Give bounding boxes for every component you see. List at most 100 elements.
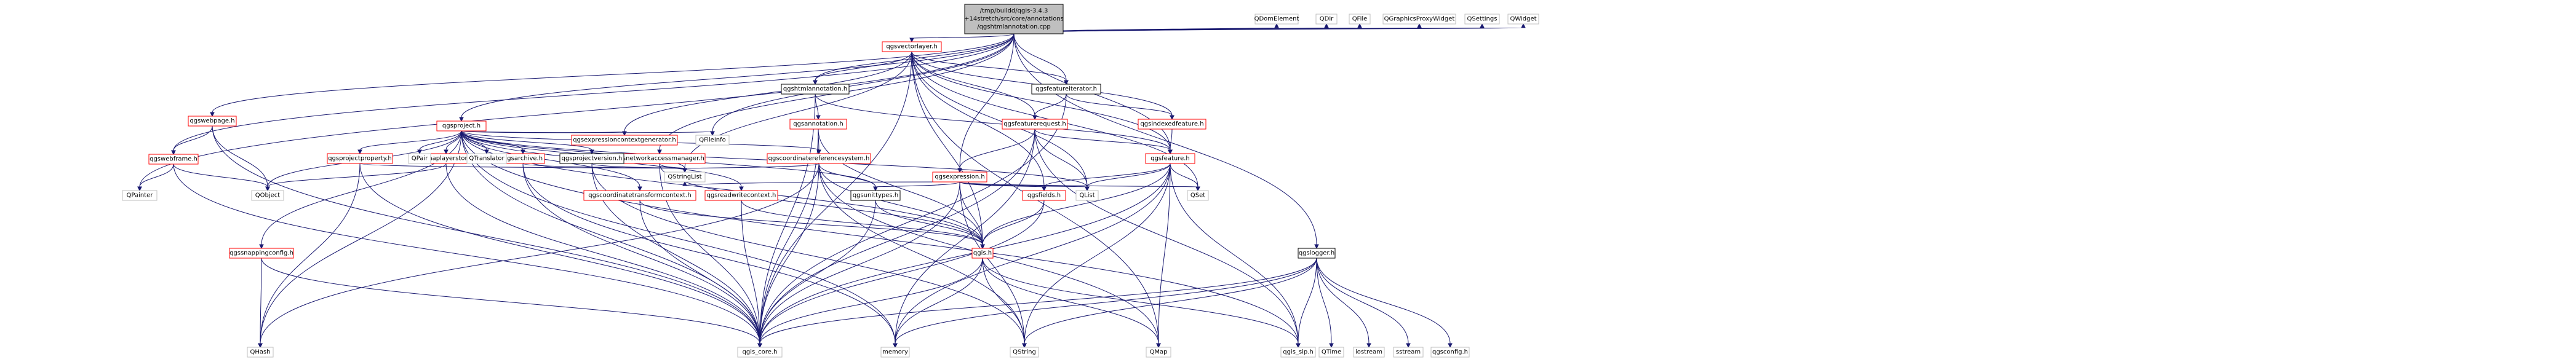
node-box-QObject — [251, 190, 284, 201]
node-qgsproject[interactable]: qgsproject.h — [436, 120, 487, 132]
node-box-root — [964, 4, 1064, 34]
arrowhead-qgslogger-to-qgis_sip — [1296, 343, 1301, 348]
node-box-sstream — [1393, 347, 1424, 358]
node-qgsfeaturerequest[interactable]: qgsfeaturerequest.h — [1002, 119, 1068, 130]
edge-qgsproject-to-qgsprojectversion — [461, 130, 592, 151]
node-label-qgsfeature: qgsfeature.h — [1150, 155, 1190, 162]
node-box-qgscoordinatetransformcontext — [583, 190, 696, 201]
edge-root-to-qgsproject — [461, 33, 1015, 118]
edge-qgsprojectversion-to-QStringList — [591, 163, 685, 169]
node-qgsreadwritecontext[interactable]: qgsreadwritecontext.h — [704, 190, 778, 201]
edge-qgslogger-to-qgis_sip — [1298, 258, 1317, 344]
node-box-qgsfeature — [1145, 153, 1195, 164]
node-qgsexpression[interactable]: qgsexpression.h — [932, 171, 987, 183]
node-qgswebpage[interactable]: qgswebpage.h — [188, 116, 237, 127]
node-box-QPair — [408, 153, 431, 164]
edge-qgswebframe-to-QObject — [173, 163, 268, 187]
arrowhead-qgsproject-to-QList — [1085, 186, 1090, 192]
node-box-qgssnappingconfig — [229, 248, 294, 259]
node-label-qgswebpage: qgswebpage.h — [189, 118, 234, 125]
arrowhead-qgswebframe-to-QPainter — [137, 186, 142, 192]
node-qgsarchive[interactable]: qgsarchive.h — [501, 153, 545, 164]
arrowhead-root-to-QFile — [1357, 23, 1362, 28]
node-qgsunittypes[interactable]: qgsunittypes.h — [850, 190, 901, 201]
node-label-qgswebframe: qgswebframe.h — [150, 156, 197, 163]
node-box-qgsconfig — [1430, 347, 1470, 358]
node-qgsconfig: qgsconfig.h — [1430, 347, 1470, 358]
edge-qgsfeatureiterator-to-qgsfeaturerequest — [1034, 93, 1067, 116]
node-box-QSettings — [1464, 14, 1500, 25]
node-box-memory — [880, 347, 910, 358]
edge-qgslogger-to-qgsconfig — [1316, 258, 1451, 344]
arrowhead-root-to-qgsnetworkaccessmanager — [657, 149, 662, 155]
arrowhead-qgsvectorlayer-to-qgsfeatureiterator — [1064, 80, 1069, 85]
edge-qgsproject-to-qgis — [461, 130, 983, 245]
edge-qgsproject-to-qgscoordinatetransformcontext — [461, 130, 640, 187]
node-root[interactable]: /tmp/buildd/qgis-3.4.3+14stretch/src/cor… — [964, 4, 1064, 34]
node-qgscoordinatereferencesystem[interactable]: qgscoordinatereferencesystem.h — [767, 153, 871, 164]
edge-qgscoordinatetransformcontext-to-qgis_core — [639, 200, 760, 344]
edge-qgscoordinatetransformcontext-to-qgis — [639, 200, 983, 245]
arrowhead-qgsexpression-to-QSet — [1195, 186, 1200, 192]
edge-qgsproject-to-qgsexpressioncontextgenerator — [461, 130, 625, 133]
edge-qgsproject-to-QPair — [419, 130, 462, 151]
node-label-qgsfields: qgsfields.h — [1027, 192, 1061, 199]
node-label-qgsconfig: qgsconfig.h — [1432, 349, 1468, 356]
node-QPair: QPair — [408, 153, 431, 164]
arrowhead-root-to-QSettings — [1480, 23, 1485, 28]
edge-qgis-to-memory — [895, 258, 983, 344]
edge-qgsvectorlayer-to-qgsexpressioncontextgenerator — [624, 51, 912, 132]
node-qgsvectorlayer[interactable]: qgsvectorlayer.h — [882, 41, 942, 52]
node-label-qgsproject: qgsproject.h — [442, 123, 481, 130]
node-qgsindexedfeature[interactable]: qgsindexedfeature.h — [1138, 119, 1206, 130]
arrowhead-qgsindexedfeature-to-qgsfeature — [1168, 149, 1173, 155]
node-qgsexpressioncontextgenerator[interactable]: qgsexpressioncontextgenerator.h — [571, 135, 678, 146]
edge-qgsfields-to-qgis_core — [759, 200, 1045, 344]
node-qgsfeatureiterator[interactable]: qgsfeatureiterator.h — [1031, 84, 1101, 95]
node-label-qgis: qgis.h — [973, 250, 992, 257]
node-qgsnetworkaccessmanager[interactable]: qgsnetworkaccessmanager.h — [613, 153, 706, 164]
edge-qgsvectorlayer-to-qgsfeatureiterator — [911, 51, 1067, 81]
node-qgslogger[interactable]: qgslogger.h — [1298, 248, 1336, 259]
nodes-layer: /tmp/buildd/qgis-3.4.3+14stretch/src/cor… — [122, 4, 1539, 358]
edge-qgsfeature-to-memory — [895, 163, 1171, 344]
edge-qgssnappingconfig-to-qgis_core — [261, 258, 760, 344]
node-qgsfields[interactable]: qgsfields.h — [1022, 190, 1066, 201]
node-QGraphicsProxyWidget: QGraphicsProxyWidget — [1382, 14, 1456, 25]
edge-root-to-qgsvectorlayer — [911, 33, 1015, 39]
node-qgis_sip: qgis_sip.h — [1280, 347, 1316, 358]
edge-qgsfeaturerequest-to-qgsfeature — [1034, 128, 1171, 151]
node-qgis[interactable]: qgis.h — [971, 248, 994, 259]
node-label-qgsprojectversion: qgsprojectversion.h — [562, 155, 623, 162]
node-label-QStringList: QStringList — [668, 174, 701, 181]
node-qgsannotation[interactable]: qgsannotation.h — [789, 119, 847, 130]
node-qgscoordinatetransformcontext[interactable]: qgscoordinatetransformcontext.h — [583, 190, 696, 201]
node-qgsprojectversion[interactable]: qgsprojectversion.h — [559, 153, 624, 164]
node-qgsprojectproperty[interactable]: qgsprojectproperty.h — [327, 153, 393, 164]
node-label-qgsexpression: qgsexpression.h — [935, 174, 984, 181]
node-qgssnappingconfig[interactable]: qgssnappingconfig.h — [229, 248, 294, 259]
edge-qgsfeaturerequest-to-qgis_core — [759, 128, 1035, 344]
node-label-QPainter: QPainter — [127, 192, 154, 199]
edge-qgsvectorlayer-to-qgsfeature — [911, 51, 1171, 151]
node-box-qgslogger — [1298, 248, 1336, 259]
edge-qgsvectorlayer-to-qgshtmlannotation — [815, 51, 912, 81]
node-sstream: sstream — [1393, 347, 1424, 358]
arrowhead-qgsfeatureiterator-to-qgsfeaturerequest — [1032, 115, 1037, 120]
edge-root-to-QPainter — [139, 33, 1015, 187]
arrowhead-qgsfeaturerequest-to-qgsexpression — [957, 168, 962, 173]
arrowhead-qgsunittypes-to-qgis — [980, 244, 985, 250]
arrowhead-root-to-QWidget — [1521, 23, 1526, 28]
node-label-qgsindexedfeature: qgsindexedfeature.h — [1140, 121, 1203, 128]
arrowhead-qgsfeatureiterator-to-qgsindexedfeature — [1170, 115, 1174, 120]
edge-qgsfeaturerequest-to-memory — [895, 128, 1035, 344]
node-label-qgscoordinatetransformcontext: qgscoordinatetransformcontext.h — [588, 192, 691, 199]
edge-qgsunittypes-to-qgis_core — [759, 200, 876, 344]
node-label-qgsfeatureiterator: qgsfeatureiterator.h — [1035, 86, 1097, 93]
node-qgswebframe[interactable]: qgswebframe.h — [148, 154, 199, 165]
node-box-QPainter — [122, 190, 158, 201]
node-qgsfeature[interactable]: qgsfeature.h — [1145, 153, 1195, 164]
edge-qgssnappingconfig-to-QHash — [260, 258, 262, 344]
node-qgshtmlannotation[interactable]: qgshtmlannotation.h — [781, 84, 850, 95]
edge-root-to-qgslogger — [1013, 33, 1317, 245]
